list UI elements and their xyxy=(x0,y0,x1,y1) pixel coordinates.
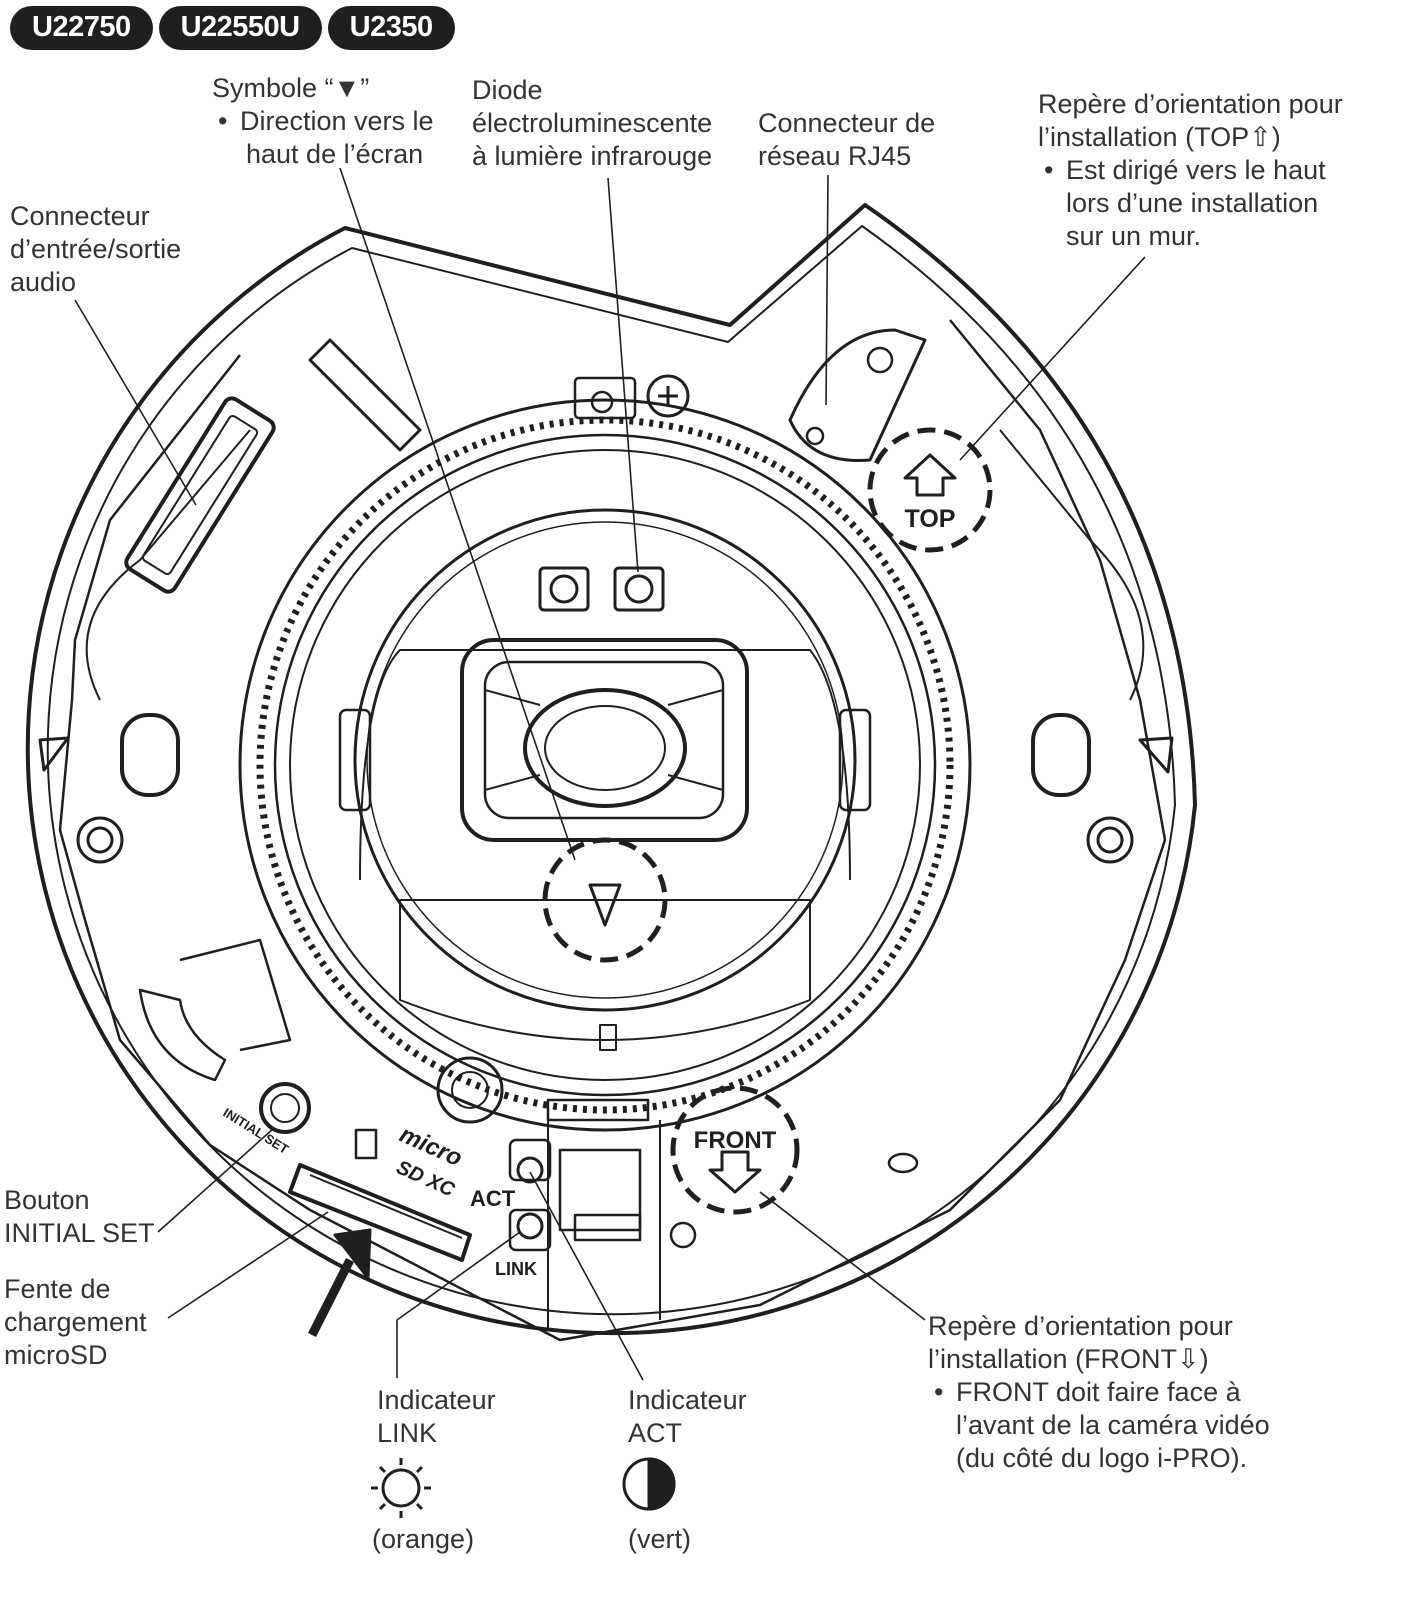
top-mark-text: TOP xyxy=(905,505,956,533)
audio-connector xyxy=(124,396,276,594)
front-arrow-icon xyxy=(708,1150,762,1194)
microsd-slot xyxy=(288,1163,472,1262)
rj45-bracket xyxy=(788,328,927,462)
lens-glass xyxy=(523,688,687,808)
symbol-mark-circle xyxy=(542,837,668,963)
link-print: LINK xyxy=(495,1259,537,1279)
insert-arrow-shaft xyxy=(307,1257,355,1338)
lens-housing xyxy=(353,508,857,1012)
gear-ring-outer xyxy=(238,398,972,1132)
label-rj45: Connecteur de réseau RJ45 xyxy=(758,108,936,171)
label-act-color: (vert) xyxy=(628,1524,691,1554)
label-link-color: (orange) xyxy=(372,1524,475,1554)
half-circle-icon xyxy=(622,1457,676,1511)
front-mark-circle xyxy=(670,1085,800,1215)
gear-ring-teeth xyxy=(256,416,954,1114)
mount-slot-right xyxy=(1031,713,1091,797)
label-symbol: Symbole “▼” Direction vers le haut de l’… xyxy=(212,72,434,171)
label-top-mark: Repère d’orientation pour l’installation… xyxy=(1038,88,1343,253)
label-front-mark: Repère d’orientation pour l’installation… xyxy=(928,1310,1270,1475)
label-initial-set: Bouton INITIAL SET xyxy=(4,1185,155,1248)
leader-lines xyxy=(74,167,1146,1381)
model-badge: U22550U xyxy=(158,6,322,50)
model-badge: U2350 xyxy=(327,6,455,50)
ir-led-pair xyxy=(538,566,665,612)
link-led xyxy=(516,1212,544,1240)
lens-frame xyxy=(460,638,749,842)
label-act: Indicateur ACT xyxy=(628,1385,747,1448)
act-led xyxy=(516,1156,544,1184)
front-mark-text: FRONT xyxy=(694,1127,777,1154)
label-audio: Connecteur d’entrée/sortie audio xyxy=(10,201,182,297)
arrow-up-right-icon xyxy=(333,1228,372,1280)
act-print: ACT xyxy=(470,1186,516,1211)
initial-set-button xyxy=(259,1082,311,1134)
model-badges: U22750 U22550U U2350 xyxy=(10,6,455,50)
housing-outline xyxy=(25,203,1197,1336)
model-badge: U22750 xyxy=(10,6,153,50)
mount-slot-left xyxy=(120,713,180,797)
screw-plus xyxy=(646,374,690,418)
label-link: Indicateur LINK xyxy=(377,1385,496,1448)
top-mark-circle xyxy=(867,427,993,553)
inner-frame xyxy=(58,319,1167,1342)
housing-inner-rim xyxy=(46,225,1176,1316)
sun-icon xyxy=(371,1458,431,1518)
top-arrow-icon xyxy=(903,453,957,497)
label-microsd: Fente de chargement microSD xyxy=(4,1274,147,1370)
label-ir-led: Diode électroluminescente à lumière infr… xyxy=(472,75,713,171)
down-triangle-icon xyxy=(588,883,622,927)
